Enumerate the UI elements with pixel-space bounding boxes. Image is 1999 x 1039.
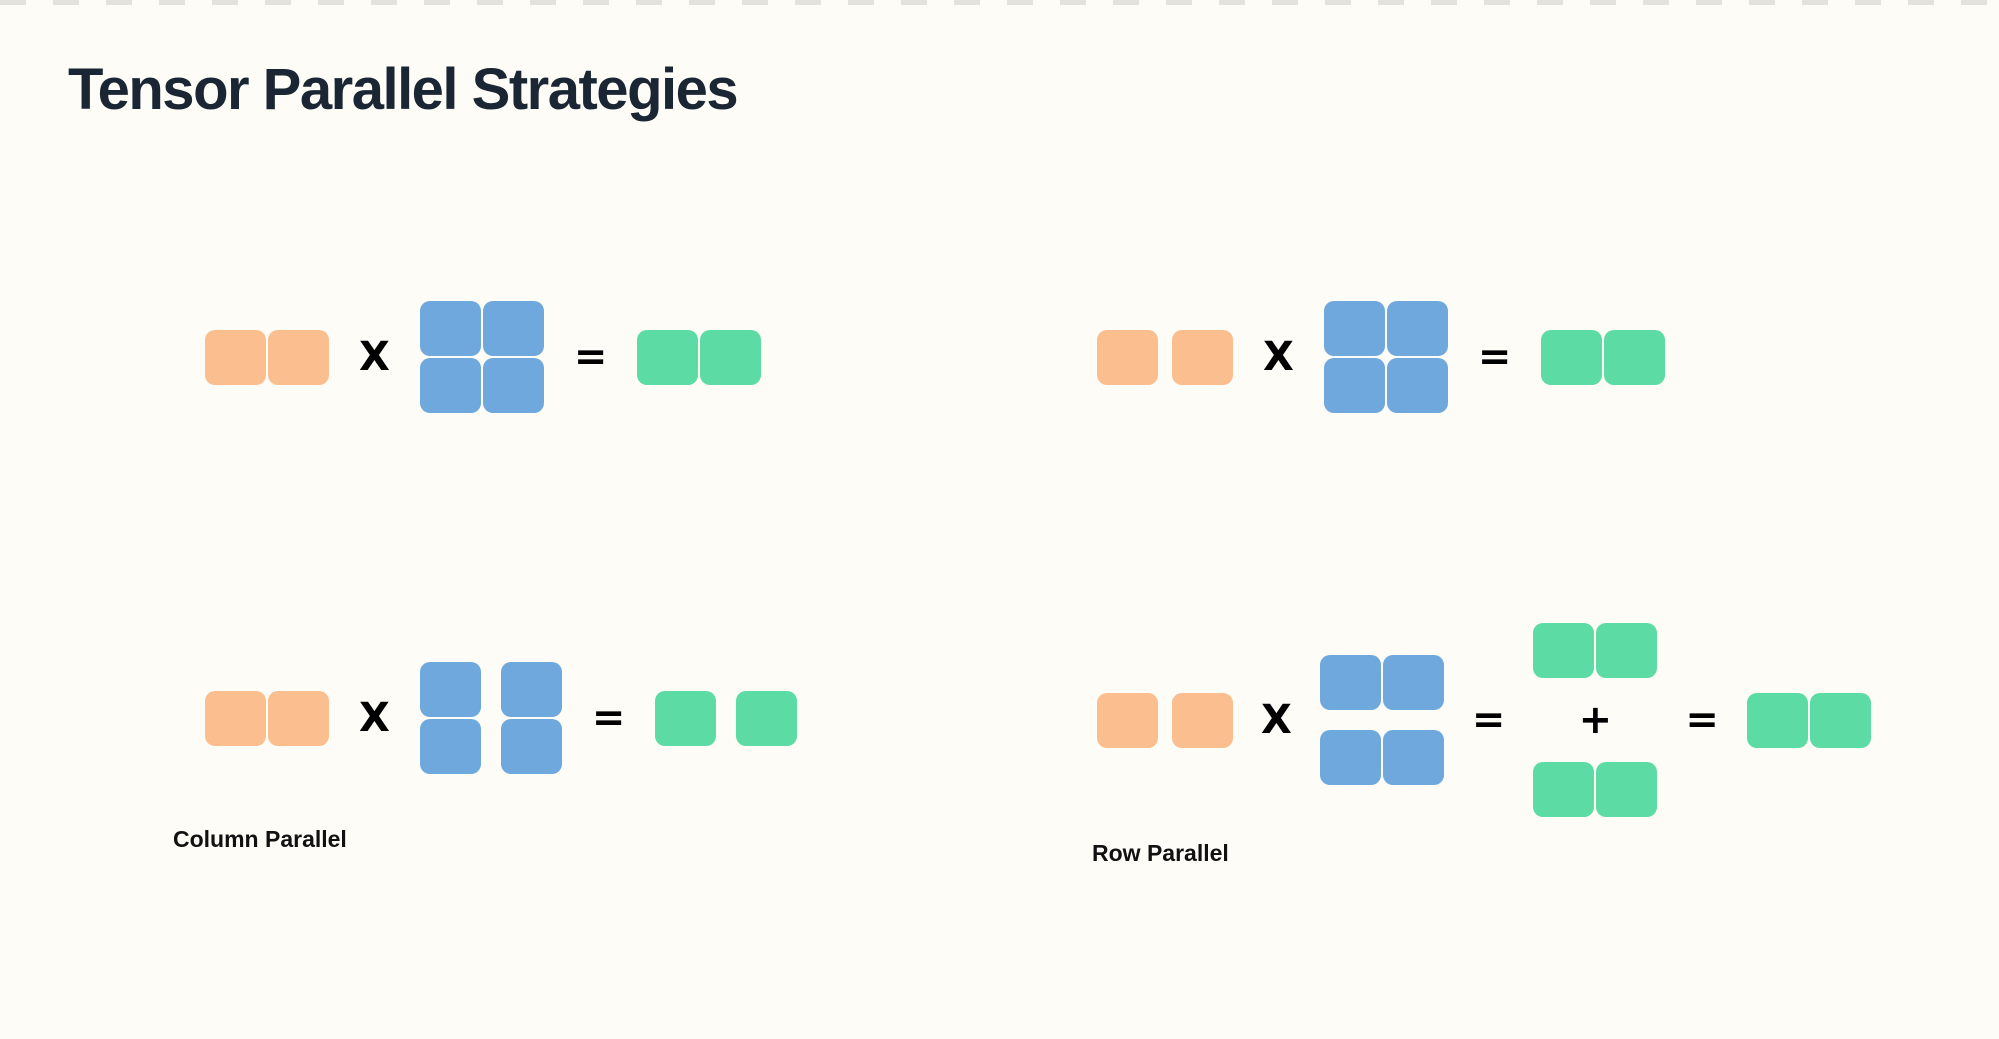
- input-matrix: [205, 329, 329, 385]
- column-parallel-diagram: X=: [205, 661, 798, 775]
- output-block: [1809, 692, 1871, 748]
- top-dashed-border: [0, 0, 1999, 5]
- weight-matrix: [1323, 301, 1448, 413]
- multiply-operator: X: [359, 334, 390, 380]
- output-block: [1596, 623, 1658, 678]
- weight-block: [1319, 730, 1381, 785]
- output-block: [1596, 762, 1658, 817]
- input-block: [205, 690, 266, 746]
- output-block: [1533, 762, 1595, 817]
- input-block: [1172, 329, 1233, 385]
- input-matrix: [1097, 692, 1233, 748]
- plus-operator: +: [1578, 697, 1613, 743]
- weight-block: [1382, 655, 1444, 710]
- page-title: Tensor Parallel Strategies: [68, 57, 739, 122]
- weight-block: [419, 358, 481, 413]
- output-block: [1604, 329, 1666, 385]
- equals-operator: =: [573, 334, 608, 380]
- output-block: [1533, 623, 1595, 678]
- baseline-row-diagram: X=: [1097, 300, 1666, 414]
- input-block: [1172, 692, 1233, 748]
- weight-block: [482, 358, 544, 413]
- weight-matrix-column-split: [419, 662, 562, 774]
- equals-operator: =: [1471, 697, 1506, 743]
- weight-matrix: [419, 301, 544, 413]
- output-block: [700, 329, 762, 385]
- weight-block: [1386, 301, 1448, 356]
- partial-output-bottom: [1533, 762, 1658, 817]
- equals-operator: =: [1685, 697, 1719, 743]
- input-matrix: [1097, 329, 1233, 385]
- weight-block: [419, 662, 481, 717]
- row-parallel-diagram: X = + =: [1097, 623, 1871, 817]
- weight-block: [1323, 301, 1385, 356]
- output-block: [736, 690, 798, 746]
- weight-block: [1382, 730, 1444, 785]
- input-block: [205, 329, 266, 385]
- multiply-operator: X: [359, 695, 390, 741]
- multiply-operator: X: [1261, 697, 1292, 743]
- weight-block: [419, 719, 481, 774]
- input-block: [1097, 329, 1158, 385]
- equals-operator: =: [591, 695, 626, 741]
- weight-block: [1386, 358, 1448, 413]
- output-block: [1746, 692, 1808, 748]
- multiply-operator: X: [1263, 334, 1294, 380]
- input-matrix: [205, 690, 329, 746]
- output-block: [637, 329, 699, 385]
- output-matrix: [637, 329, 762, 385]
- weight-block: [1319, 655, 1381, 710]
- output-matrix: [1541, 329, 1666, 385]
- input-block: [1097, 692, 1158, 748]
- weight-block: [500, 662, 562, 717]
- input-block: [268, 329, 329, 385]
- partial-output-top: [1533, 623, 1658, 678]
- output-matrix-final: [1746, 692, 1871, 748]
- weight-block: [419, 301, 481, 356]
- weight-block: [482, 301, 544, 356]
- column-parallel-label: Column Parallel: [173, 826, 347, 852]
- output-matrix-split: [655, 690, 798, 746]
- row-parallel-label: Row Parallel: [1092, 840, 1229, 866]
- weight-block: [1323, 358, 1385, 413]
- equals-operator: =: [1477, 334, 1512, 380]
- partial-sum-stack: +: [1533, 623, 1658, 817]
- output-block: [655, 690, 717, 746]
- output-block: [1541, 329, 1603, 385]
- input-block: [268, 690, 329, 746]
- weight-block: [500, 719, 562, 774]
- weight-matrix-row-split: [1319, 655, 1444, 785]
- baseline-column-diagram: X=: [205, 300, 762, 414]
